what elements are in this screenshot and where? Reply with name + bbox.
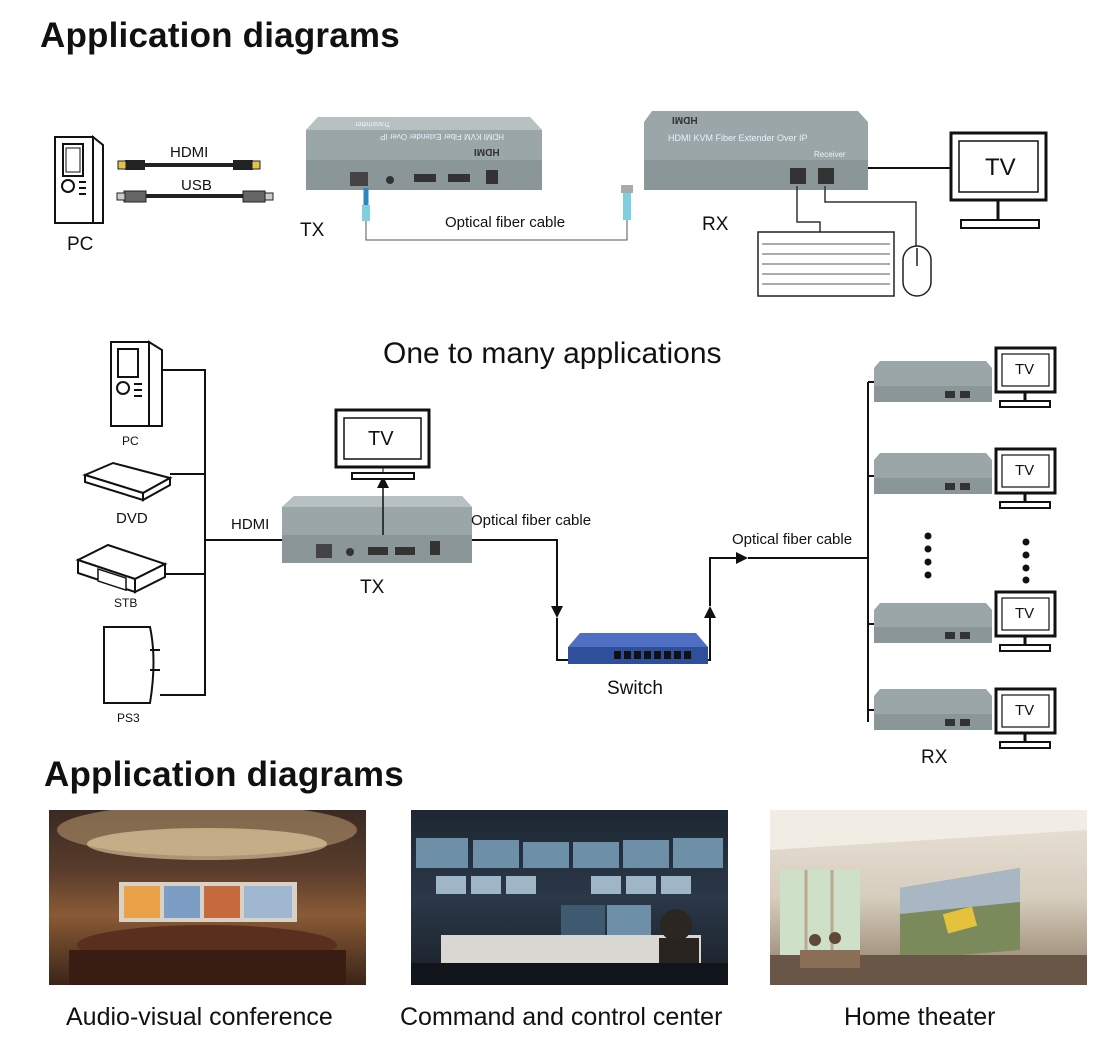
rx-label: RX xyxy=(702,214,729,235)
rx-tv-label-1: TV xyxy=(1015,361,1035,378)
heading-bottom: Application diagrams xyxy=(44,755,404,794)
caption-home-theater: Home theater xyxy=(844,1003,996,1031)
fiber-cable-line xyxy=(365,220,628,241)
rx-unit-1 xyxy=(874,361,992,402)
tv-icon xyxy=(949,131,1048,229)
rx-device-text: HDMI KVM Fiber Extender Over IP xyxy=(668,133,808,143)
hdmi-label-2: HDMI xyxy=(231,516,270,533)
pc-source-icon xyxy=(110,340,163,427)
fiber-label-left: Optical fiber cable xyxy=(471,512,592,529)
photo-conference xyxy=(49,810,366,985)
fiber-label-right: Optical fiber cable xyxy=(732,531,853,548)
heading-top: Application diagrams xyxy=(40,16,400,55)
rx-tv-label-2: TV xyxy=(1015,462,1035,479)
fiber-label: Optical fiber cable xyxy=(445,214,566,231)
rx-unit-3 xyxy=(874,603,992,643)
tv-label: TV xyxy=(985,154,1016,181)
rx-tv-icon-4 xyxy=(994,687,1057,749)
hdmi-cable-icon xyxy=(117,160,261,170)
tx-device-2 xyxy=(282,496,472,563)
source-label-pc: PC xyxy=(122,434,139,448)
rx-tv-icon-1 xyxy=(994,346,1057,408)
pc-tower-icon xyxy=(54,134,104,224)
tx-label: TX xyxy=(300,220,325,241)
one-to-many-title: One to many applications xyxy=(383,337,722,370)
rx-tv-label-4: TV xyxy=(1015,702,1035,719)
pc-label: PC xyxy=(67,234,94,255)
source-label-dvd: DVD xyxy=(116,510,148,527)
network-switch-icon xyxy=(568,633,708,664)
mouse-icon xyxy=(902,245,932,297)
rx-unit-2 xyxy=(874,453,992,494)
source-label-stb: STB xyxy=(114,596,138,610)
stb-icon xyxy=(75,543,168,594)
photo-command-center xyxy=(411,810,728,985)
usb-cable-icon xyxy=(116,190,274,203)
tx-device xyxy=(306,117,542,221)
diagram-point-to-point xyxy=(54,111,1048,297)
rx-label-2: RX xyxy=(921,747,948,768)
source-label-ps3: PS3 xyxy=(117,711,140,725)
caption-command-center: Command and control center xyxy=(400,1003,723,1031)
hdmi-label: HDMI xyxy=(170,144,209,161)
source-bus-lines xyxy=(160,369,282,696)
caption-conference: Audio-visual conference xyxy=(66,1003,333,1031)
switch-label: Switch xyxy=(607,678,663,699)
rx-device xyxy=(644,111,868,190)
dvd-icon xyxy=(82,461,173,502)
diagram-one-to-many xyxy=(75,340,1057,749)
tx-label-2: TX xyxy=(360,577,385,598)
rx-tv-label-3: TV xyxy=(1015,605,1035,622)
usb-label: USB xyxy=(181,177,212,194)
tx-tv-icon xyxy=(334,408,431,480)
more-receivers-dots xyxy=(924,532,1030,584)
ps3-icon xyxy=(103,626,160,704)
rx-unit-4 xyxy=(874,689,992,730)
keyboard-icon xyxy=(757,231,895,297)
tx-tv-label: TV xyxy=(368,428,394,450)
fiber-connector-icon xyxy=(621,185,633,220)
rx-device-sub: Receiver xyxy=(814,150,846,159)
rx-tv-icon-3 xyxy=(994,590,1057,652)
photo-home-theater xyxy=(770,810,1087,985)
rx-tv-icon-2 xyxy=(994,447,1057,509)
